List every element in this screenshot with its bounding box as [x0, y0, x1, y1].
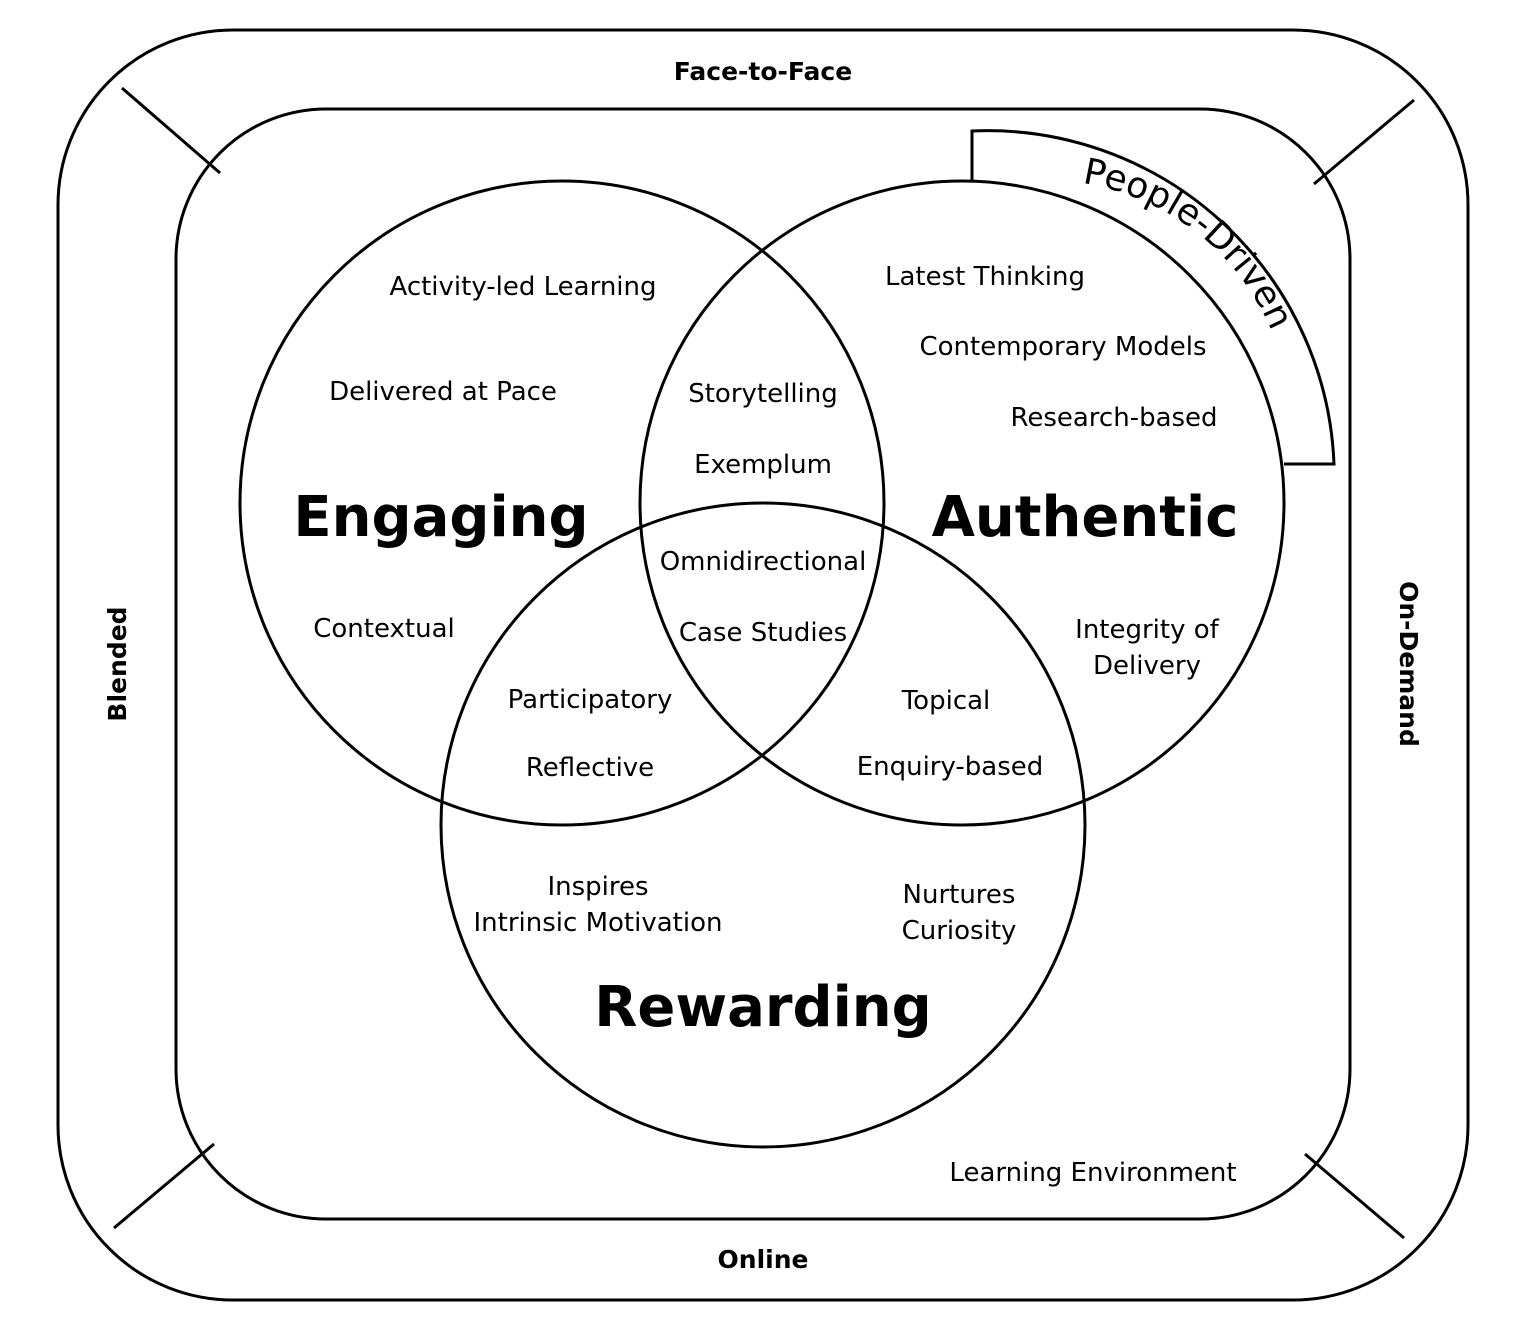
- authentic-title: Authentic: [932, 485, 1239, 550]
- overlap-case-studies: Case Studies: [679, 618, 847, 648]
- rewarding-item-inspires-line2: Intrinsic Motivation: [474, 908, 723, 938]
- authentic-item-integrity-line2: Delivery: [1093, 651, 1201, 681]
- people-driven-label: People-Driven: [1080, 151, 1301, 335]
- authentic-item-integrity-line1: Integrity of: [1075, 615, 1220, 645]
- rewarding-item-nurtures-line1: Nurtures: [903, 880, 1016, 910]
- divider-bottom-left: [113, 1142, 215, 1230]
- engaging-item-contextual: Contextual: [313, 614, 455, 644]
- authentic-item-research-based: Research-based: [1010, 403, 1217, 433]
- outer-frame: [56, 28, 1470, 1302]
- people-driven-band: [970, 129, 1336, 466]
- mode-label-face-to-face: Face-to-Face: [674, 57, 852, 86]
- engaging-circle: [238, 179, 886, 827]
- learning-environment-label: Learning Environment: [949, 1158, 1236, 1188]
- learning-environment-frame: [174, 107, 1352, 1221]
- divider-top-left: [121, 86, 221, 175]
- authentic-item-latest-thinking: Latest Thinking: [885, 262, 1085, 292]
- engaging-item-delivered-at-pace: Delivered at Pace: [329, 377, 557, 407]
- rewarding-item-nurtures-line2: Curiosity: [902, 916, 1017, 946]
- overlap-enquiry-based: Enquiry-based: [857, 752, 1044, 782]
- mode-label-blended: Blended: [103, 606, 132, 721]
- divider-top-right: [1313, 98, 1415, 186]
- engaging-title: Engaging: [293, 485, 588, 550]
- overlap-participatory: Participatory: [508, 685, 673, 715]
- rewarding-title: Rewarding: [594, 975, 931, 1040]
- rewarding-circle: [439, 501, 1087, 1149]
- mode-label-on-demand: On-Demand: [1394, 581, 1423, 747]
- mode-label-online: Online: [718, 1245, 809, 1274]
- authentic-item-contemporary-models: Contemporary Models: [919, 332, 1206, 362]
- overlap-exemplum: Exemplum: [694, 450, 832, 480]
- overlap-omnidirectional: Omnidirectional: [660, 547, 867, 577]
- overlap-topical: Topical: [901, 686, 991, 716]
- divider-bottom-right: [1304, 1152, 1405, 1240]
- overlap-reflective: Reflective: [526, 753, 654, 783]
- rewarding-item-inspires-line1: Inspires: [547, 872, 648, 902]
- overlap-storytelling: Storytelling: [688, 379, 838, 409]
- authentic-circle: [638, 179, 1286, 827]
- engaging-item-activity-led: Activity-led Learning: [389, 272, 656, 302]
